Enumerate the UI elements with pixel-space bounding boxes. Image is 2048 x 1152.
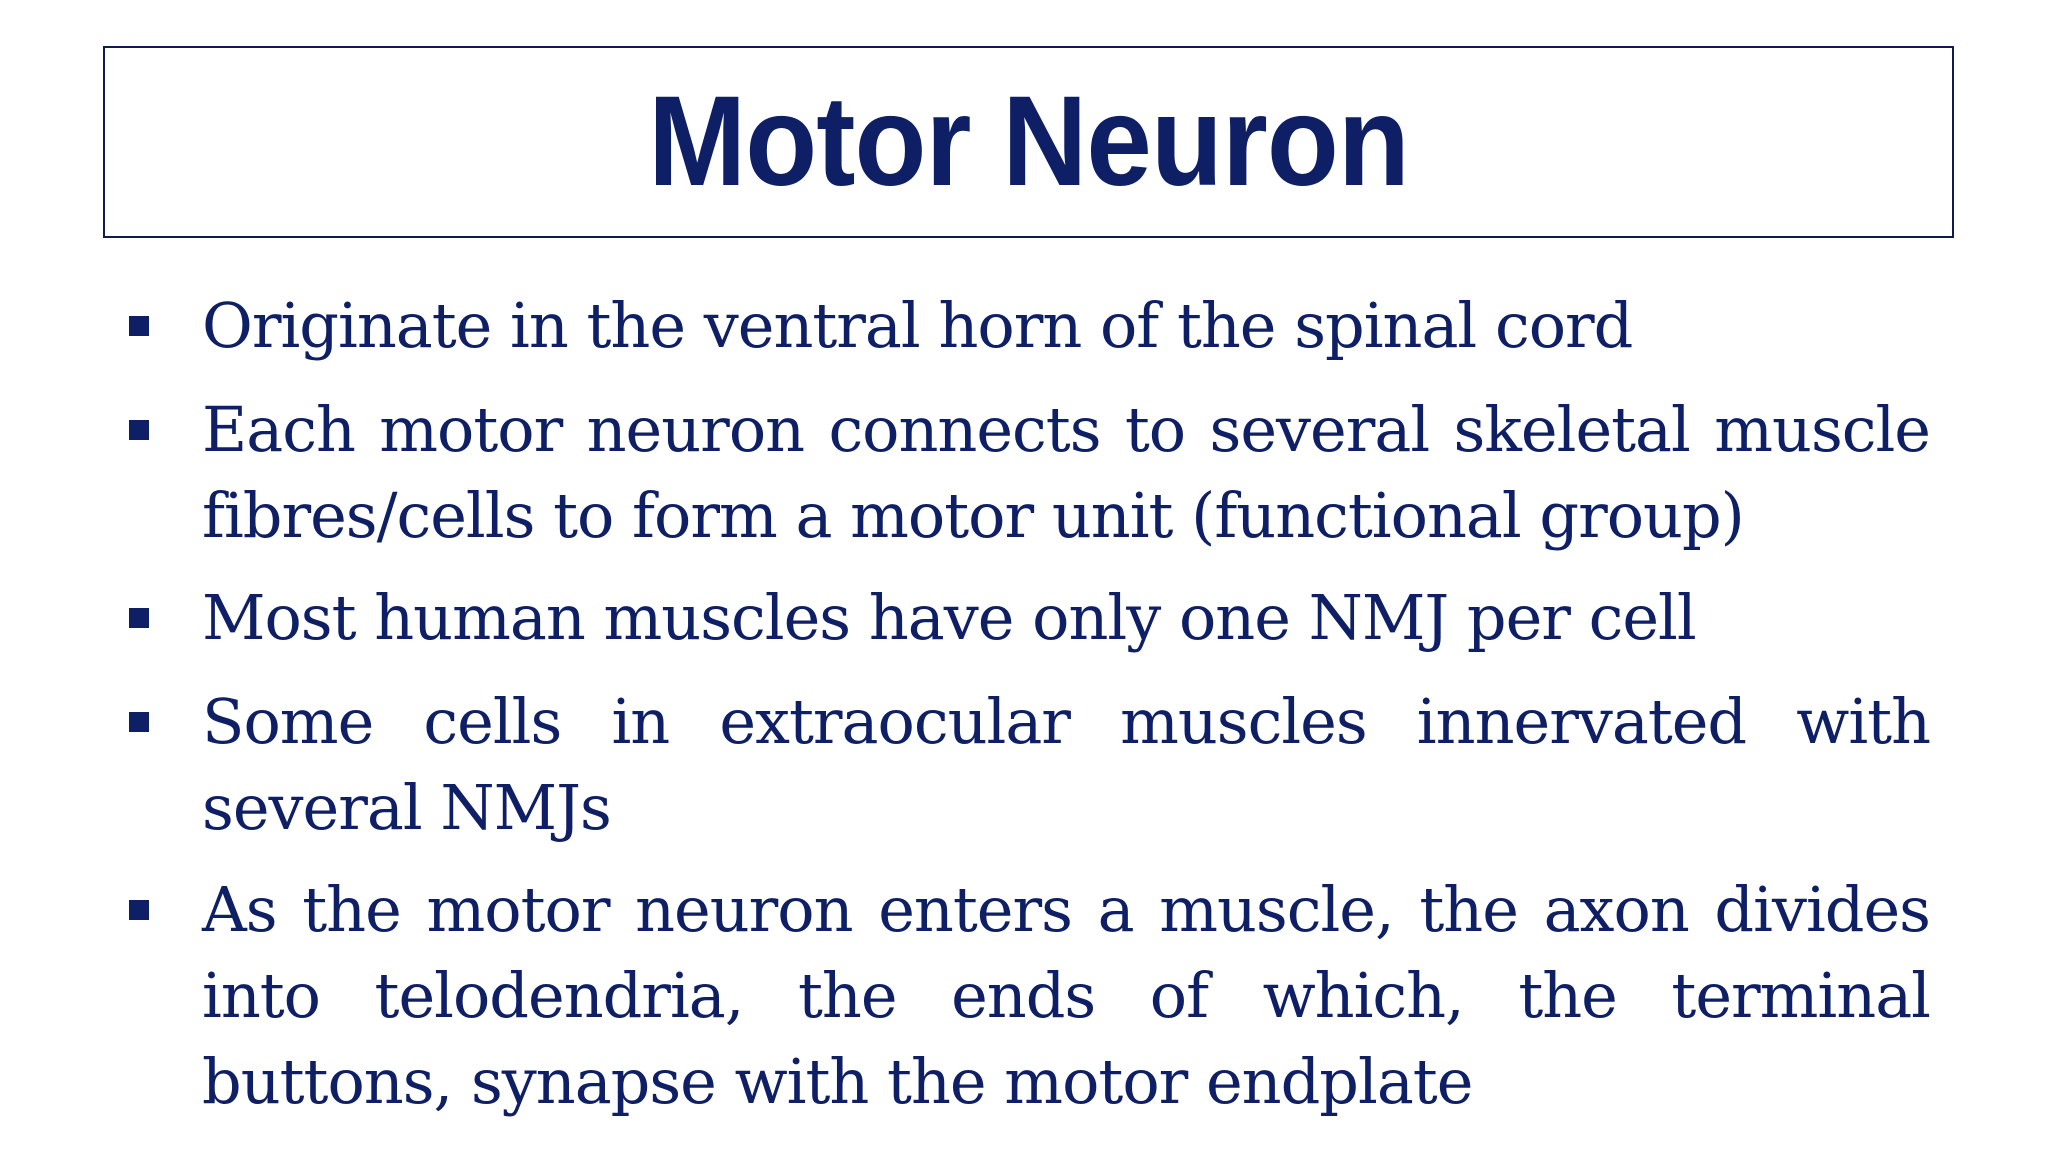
bullet-text: As the motor neuron enters a muscle, the…: [202, 873, 1931, 1118]
square-bullet-icon: [129, 316, 149, 336]
square-bullet-icon: [129, 608, 149, 628]
bullet-text: Originate in the ventral horn of the spi…: [202, 289, 1633, 362]
bullet-text: Each motor neuron connects to several sk…: [202, 393, 1931, 552]
square-bullet-icon: [129, 420, 149, 440]
bullet-text: Most human muscles have only one NMJ per…: [202, 581, 1697, 654]
title-box: Motor Neuron: [103, 46, 1954, 238]
slide-title: Motor Neuron: [648, 70, 1410, 213]
square-bullet-icon: [129, 712, 149, 732]
square-bullet-icon: [129, 900, 149, 920]
bullet-text: Some cells in extraocular muscles innerv…: [202, 685, 1931, 844]
